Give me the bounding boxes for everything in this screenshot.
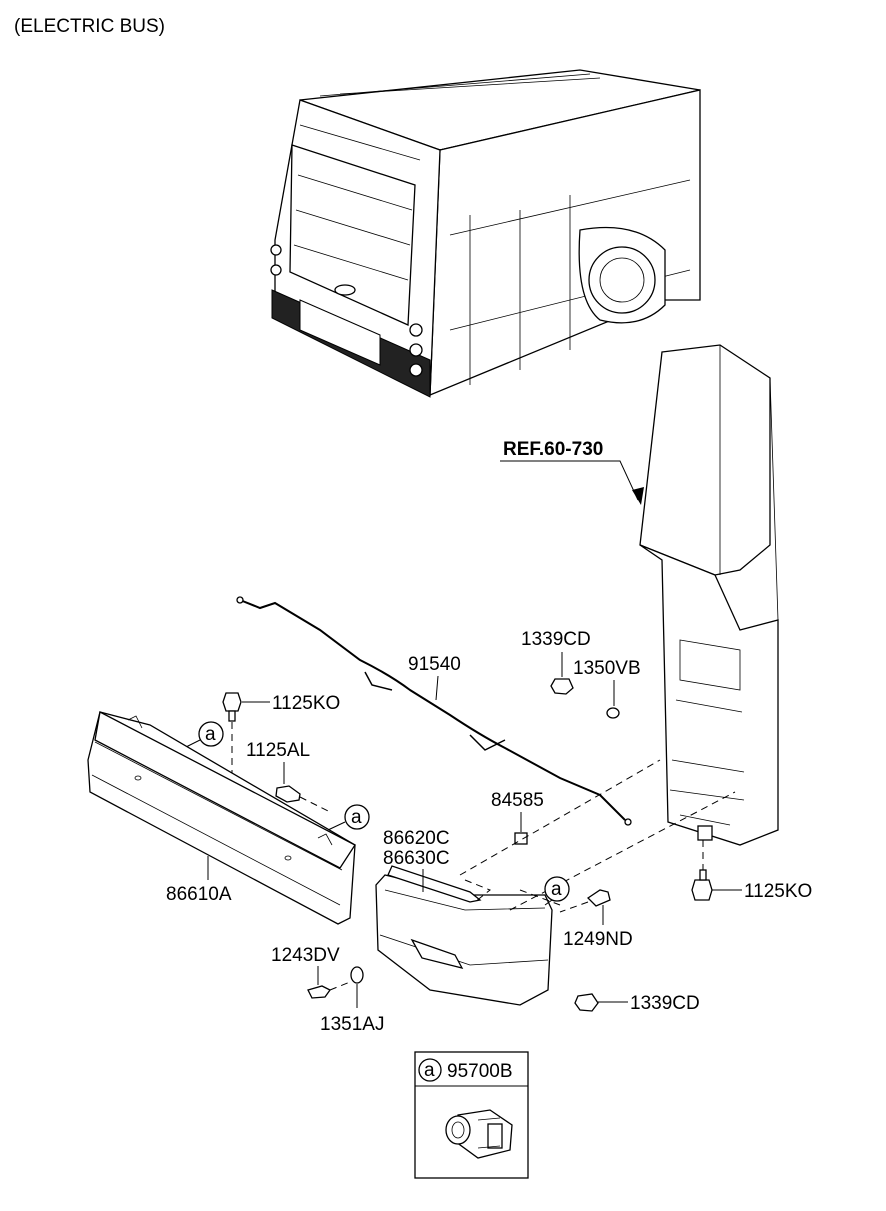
label-86630c: 86630C — [383, 848, 450, 869]
label-86610a: 86610A — [166, 884, 232, 905]
label-1350vb: 1350VB — [573, 658, 641, 679]
label-84585: 84585 — [491, 790, 544, 811]
svg-text:a: a — [205, 724, 216, 745]
ref-leader — [500, 460, 639, 501]
leader-91540 — [435, 675, 439, 701]
label-1249nd: 1249ND — [563, 929, 633, 950]
label-1339cd-top: 1339CD — [521, 629, 591, 650]
bolt-1125ko-right — [691, 879, 713, 901]
bolt-1249nd — [586, 889, 611, 907]
side-panel-ref — [639, 344, 779, 846]
svg-text:a: a — [551, 879, 562, 900]
svg-text:a: a — [424, 1060, 435, 1081]
nut-1339cd-top — [550, 678, 574, 695]
label-1243dv: 1243DV — [271, 945, 340, 966]
callout-a-1 — [198, 721, 224, 747]
washer-1350vb — [606, 707, 620, 719]
screw-1243dv — [307, 985, 331, 999]
svg-text:a: a — [351, 807, 362, 828]
bolt-1125ko-left — [222, 692, 242, 712]
label-1125al: 1125AL — [246, 740, 310, 761]
ref-label: REF.60-730 — [503, 439, 603, 460]
callout-a-2 — [344, 804, 370, 830]
wiring-harness-91540 — [236, 596, 632, 826]
legend-callout-a — [418, 1058, 442, 1082]
label-1339cd-bottom: 1339CD — [630, 993, 700, 1014]
label-91540: 91540 — [408, 654, 461, 675]
legend-part-number: 95700B — [447, 1061, 513, 1082]
label-1351aj: 1351AJ — [320, 1014, 384, 1035]
diagram-title: (ELECTRIC BUS) — [14, 16, 165, 37]
rear-bumper-86610a — [87, 711, 356, 925]
label-1125ko-left: 1125KO — [272, 693, 340, 714]
callout-a-3 — [544, 876, 570, 902]
legend-box-95700b: a 95700B — [414, 1051, 529, 1179]
washer-1351aj — [350, 966, 364, 984]
clip-84585 — [514, 832, 528, 845]
bus-illustration — [270, 69, 701, 398]
label-86620c: 86620C — [383, 828, 450, 849]
bolt-1125al — [275, 785, 301, 803]
nut-1339cd-bottom — [574, 993, 599, 1012]
ref-arrow — [632, 487, 644, 505]
label-1125ko-right: 1125KO — [744, 881, 812, 902]
bumper-corner-86620c — [375, 865, 553, 1006]
